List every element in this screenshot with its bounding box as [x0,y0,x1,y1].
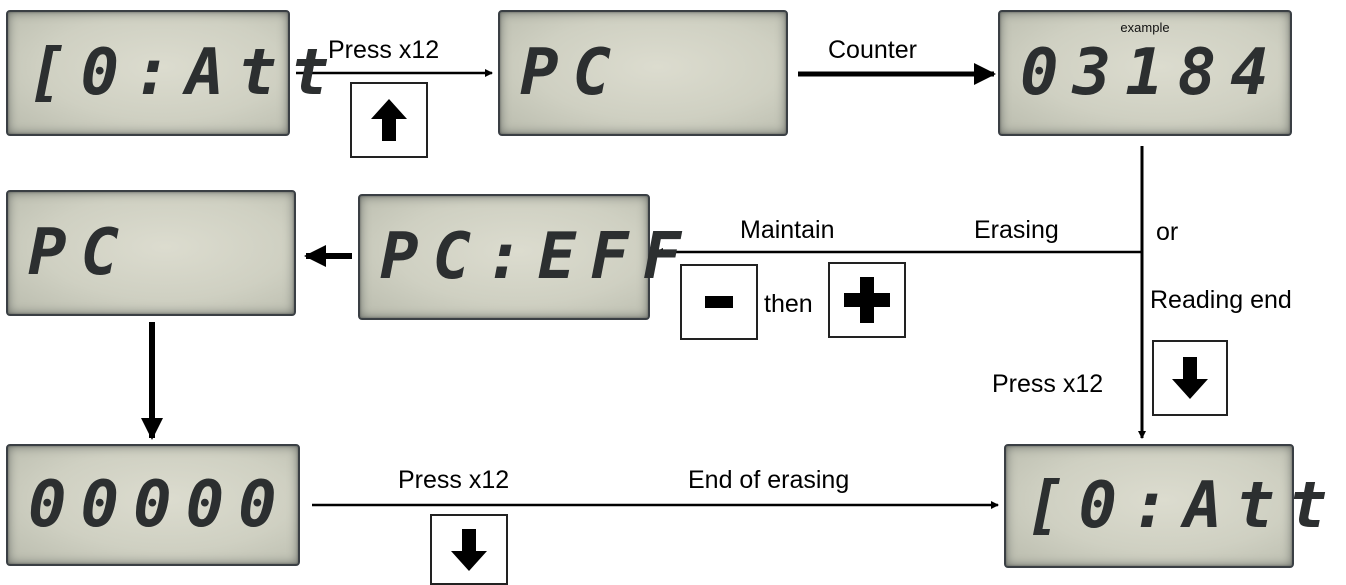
label-counter: Counter [828,36,917,64]
lcd-pc-top: PC [498,10,788,136]
label-erasing: Erasing [974,216,1059,244]
label-maintain: Maintain [740,216,835,244]
lcd-pc-left-text: PC [28,216,134,290]
lcd-pc-left: PC [6,190,296,316]
key-down-box-right [1152,340,1228,416]
label-then: then [764,290,813,318]
lcd-counter-text: 03184 [1020,36,1283,110]
key-plus-box [828,262,906,338]
lcd-counter: example 03184 [998,10,1292,136]
key-up-box [350,82,428,158]
arrow-down-icon [1172,357,1208,399]
lcd-start: [0:Att [6,10,344,136]
label-end-of-erasing: End of erasing [688,466,850,494]
minus-icon [705,296,733,308]
lcd-end: [0:Att [1004,444,1342,568]
lcd-pc-eff-text: PC:EFF [380,220,696,294]
lcd-start-text: [0:Att [28,36,344,110]
arrow-down-icon [451,528,487,571]
lcd-zeros: 00000 [6,444,300,566]
key-down-box-bottom [430,514,508,585]
lcd-zeros-text: 00000 [28,468,291,542]
label-press-top: Press x12 [328,36,440,64]
plus-icon [844,277,890,323]
label-or: or [1156,218,1179,246]
lcd-counter-note: example [1120,20,1170,35]
lcd-end-text: [0:Att [1026,469,1342,543]
arrow-up-icon [371,99,407,141]
label-press-right: Press x12 [992,370,1104,398]
label-reading-end: Reading end [1150,286,1292,314]
lcd-pc-top-text: PC [520,36,626,110]
key-minus-box [680,264,758,340]
label-press-bottom: Press x12 [398,466,510,494]
lcd-pc-eff: PC:EFF [358,194,696,320]
